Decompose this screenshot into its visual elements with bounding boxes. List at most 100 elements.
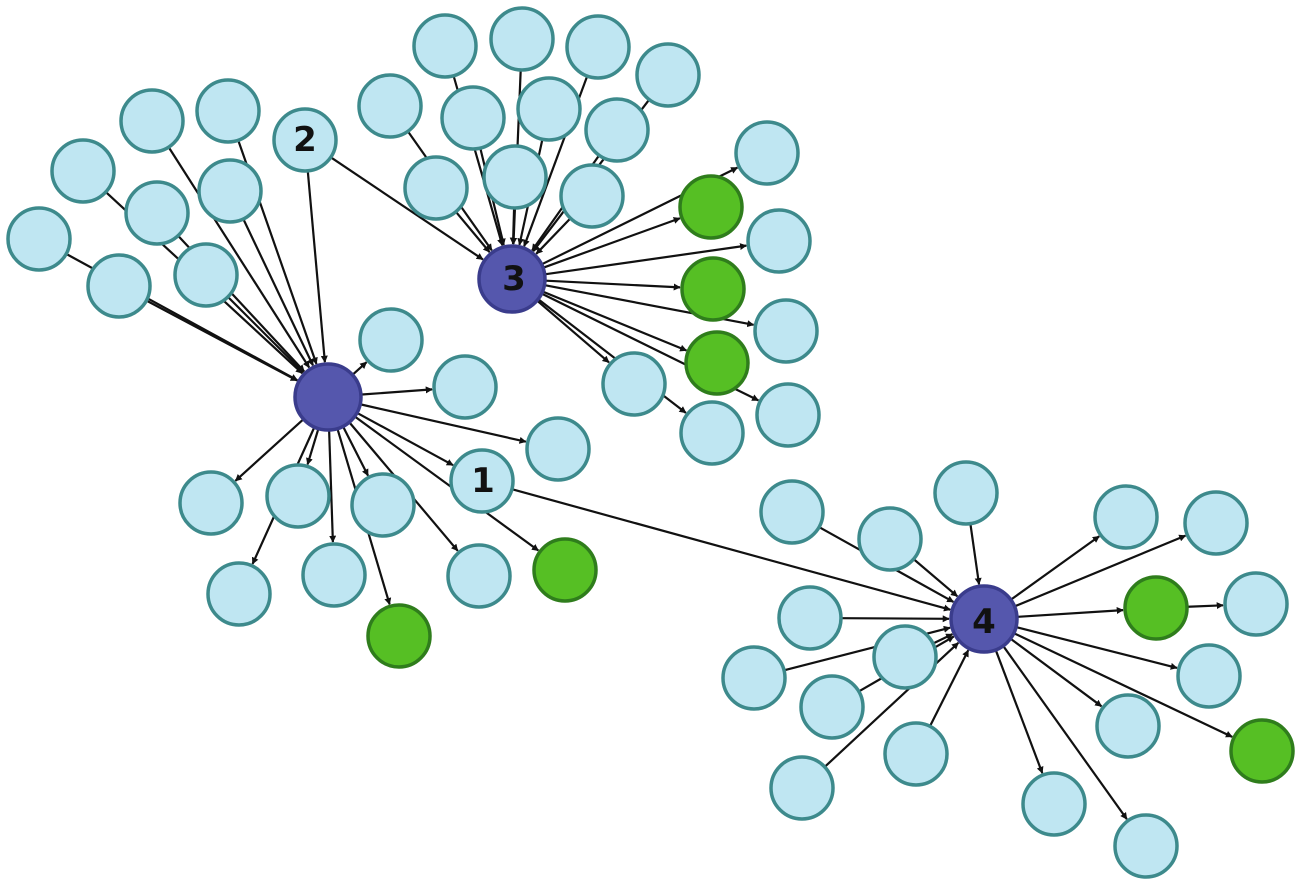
node-label-1: 1 [471,461,495,501]
leaf-node-d8 [883,721,949,787]
leaf-node-a2 [195,78,261,144]
leaf-node-a4 [124,180,190,246]
edge-H3-to-c2 [545,243,748,276]
edge-a7-to-A [146,300,298,382]
edge-L1-to-H4 [512,488,951,612]
leaf-node-o6 [350,472,416,538]
edge-d8-to-H4 [929,649,970,726]
edge-d2-to-H4 [913,558,959,598]
leaf-node-a3 [50,138,116,204]
leaf-node-e4 [1176,643,1242,709]
edge-L2-to-H3 [330,156,484,261]
leaf-node-e5 [1095,693,1161,759]
leaf-node-c3 [753,298,819,364]
leaf-node-b3 [565,14,631,80]
hub-node-H4 [949,584,1019,654]
highlight-node-g1 [532,537,598,603]
edge-d4-to-H4 [841,615,950,623]
edge-H4-to-e4 [1016,626,1178,670]
leaf-node-L1 [449,448,515,514]
node-label-4: 4 [972,602,996,642]
leaf-node-d9 [769,755,835,821]
highlight-node-g2 [366,603,432,669]
leaf-node-o5 [265,463,331,529]
leaf-node-b7 [516,76,582,142]
edge-A-to-o6 [342,426,370,477]
edge-A-to-o3 [360,403,527,444]
leaf-node-a6 [6,206,72,272]
highlight-node-g3 [678,174,744,240]
leaf-node-b5 [357,73,423,139]
edge-H3-to-g5 [543,290,688,352]
leaf-node-d7 [799,674,865,740]
edge-H4-to-g7 [1014,632,1233,738]
leaf-node-b4 [635,42,701,108]
nodes-layer [6,6,1295,879]
edge-a8-to-A [227,296,305,374]
hub-node-A [293,362,363,432]
leaf-node-L2 [272,107,338,173]
edge-g6-to-e3 [1187,602,1224,610]
leaf-node-d6 [872,624,938,690]
leaf-node-b11 [559,163,625,229]
leaf-node-d1 [759,479,825,545]
leaf-node-b2 [489,6,555,72]
highlight-node-g6 [1123,575,1189,641]
edge-H3-to-c5 [537,300,610,364]
labels-layer: 1 2 3 4 [293,120,996,642]
edge-H4-to-e5 [1010,638,1103,708]
leaf-node-o1 [358,307,424,373]
edge-H4-to-g6 [1017,607,1124,618]
node-label-3: 3 [502,259,526,299]
leaf-node-b6 [440,85,506,151]
edge-d6-to-H4 [933,633,954,645]
edge-H4-to-e6 [995,650,1044,774]
leaf-node-a1 [119,88,185,154]
leaf-node-o8 [301,542,367,608]
leaf-node-a5 [197,158,263,224]
highlight-node-g5 [684,330,750,396]
leaf-node-o3 [525,416,591,482]
edge-A-to-g1 [354,416,539,552]
edge-A-to-o4 [234,419,304,482]
leaf-node-e1 [1093,484,1159,550]
leaf-node-o9 [446,543,512,609]
edge-A-to-L1 [357,412,454,467]
leaf-node-d2 [857,506,923,572]
leaf-node-c6 [679,400,745,466]
leaf-node-b1 [412,13,478,79]
leaf-node-e6 [1021,771,1087,837]
edge-A-to-o8 [328,430,337,543]
edge-b11-to-H3 [535,218,571,255]
edge-L2-to-A [306,171,328,363]
edge-d3-to-H4 [969,524,982,586]
edge-a1-to-A [168,147,311,369]
leaf-node-e2 [1183,490,1249,556]
leaf-node-o2 [432,354,498,420]
edge-b10-to-H3 [509,208,517,245]
leaf-node-o7 [206,561,272,627]
leaf-node-d3 [933,460,999,526]
leaf-node-d5 [721,645,787,711]
edge-H3-to-g3 [543,217,681,269]
leaf-node-c5 [601,351,667,417]
edge-H4-to-e2 [1014,534,1187,608]
edge-H4-to-e1 [1010,535,1100,601]
edge-H3-to-g4 [545,279,681,291]
edge-A-to-o2 [361,386,433,396]
leaf-node-d4 [777,585,843,651]
edge-H4-to-e7 [1002,646,1128,820]
leaf-node-e7 [1113,813,1179,879]
edge-a5-to-A [242,219,314,367]
node-label-2: 2 [293,120,317,160]
leaf-node-c1 [734,120,800,186]
edge-A-to-o1 [352,361,368,376]
edge-b9-to-H3 [455,211,491,253]
leaf-node-c4 [755,382,821,448]
leaf-node-b10 [482,144,548,210]
leaf-node-a7 [86,253,152,319]
leaf-node-b8 [584,97,650,163]
leaf-node-c2 [746,208,812,274]
highlight-node-g4 [680,256,746,322]
